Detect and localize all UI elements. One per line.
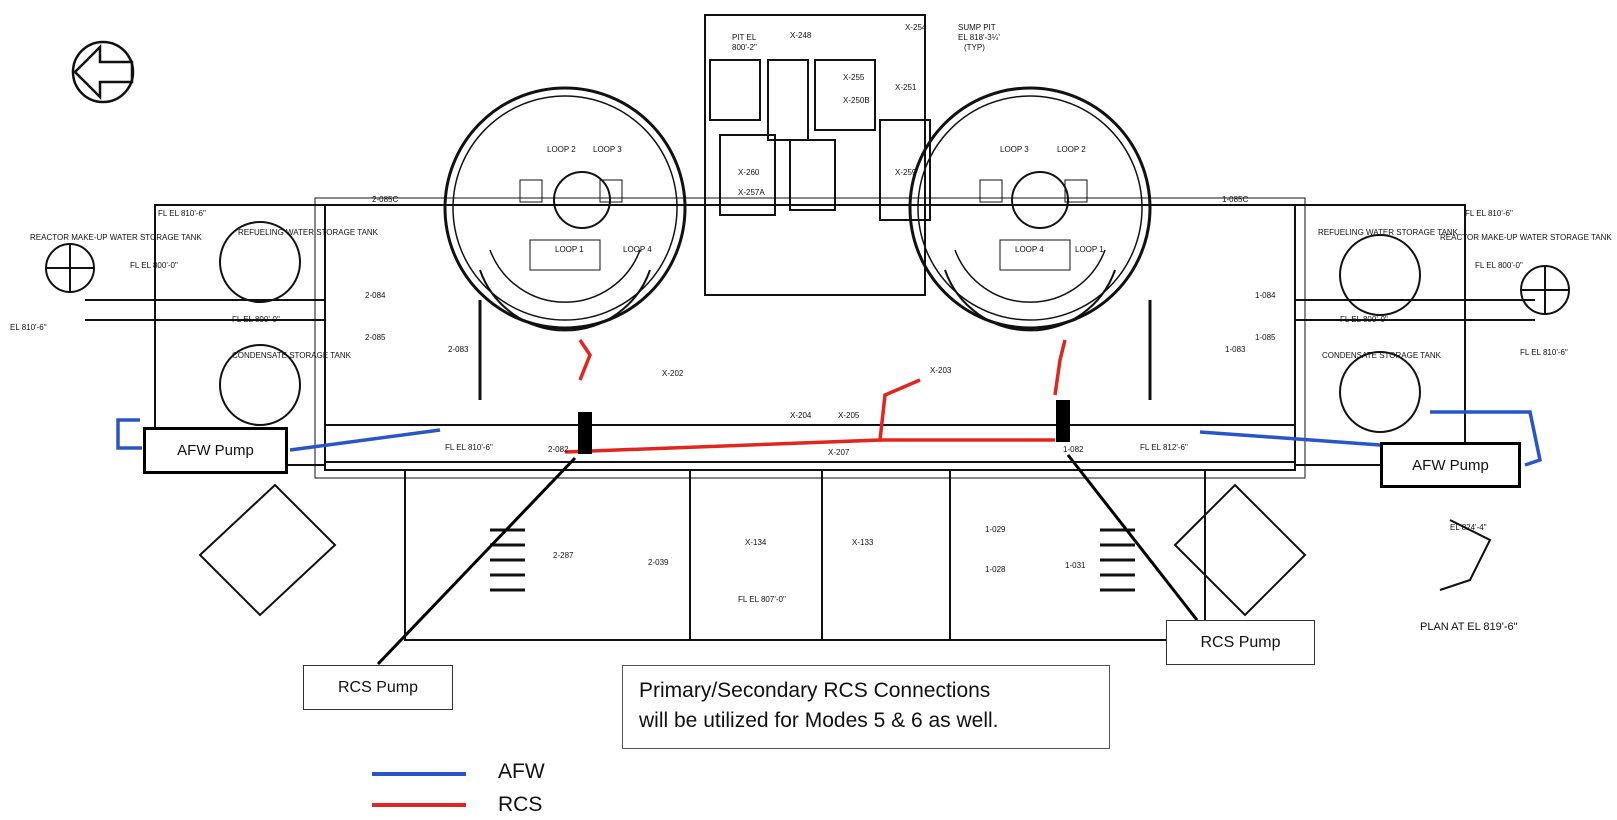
label-x251: X-251 (895, 83, 917, 92)
label-1-028: 1-028 (985, 565, 1006, 574)
legend-afw-label: AFW (498, 760, 545, 783)
label-x259: X-259 (895, 168, 917, 177)
north-arrow (71, 40, 135, 104)
afw-pump-right-callout: AFW Pump (1380, 442, 1521, 488)
label-sump-pit-el: EL 818'-3¼' (958, 33, 1000, 42)
rcs-pump-block-left (578, 412, 592, 454)
label-el-810-left: EL 810'-6" (10, 323, 47, 332)
label-pit-el: PIT EL (732, 33, 757, 42)
label-el-810-right: FL EL 810'-6" (1520, 348, 1568, 357)
leader-lines (376, 454, 1199, 666)
label-x204: X-204 (790, 411, 812, 420)
label-loop4-right: LOOP 4 (1015, 245, 1044, 254)
label-x133: X-133 (852, 538, 874, 547)
label-2-085: 2-085 (365, 333, 386, 342)
label-2-082: 2-082 (548, 445, 569, 454)
label-fl-el-810b-left: FL EL 810'-6" (445, 443, 493, 452)
label-loop3-right: LOOP 3 (1000, 145, 1029, 154)
legend-rcs-label: RCS (498, 793, 543, 816)
label-1-085: 1-085 (1255, 333, 1276, 342)
building-outline (85, 14, 1535, 641)
legend-rcs-swatch (372, 803, 466, 807)
label-x207: X-207 (828, 448, 850, 457)
label-1-031: 1-031 (1065, 561, 1086, 570)
label-loop4-left: LOOP 4 (623, 245, 652, 254)
label-x254: X-254 (905, 23, 927, 32)
label-1-082: 1-082 (1063, 445, 1084, 454)
afw-pump-left-label: AFW Pump (177, 442, 254, 459)
label-plan-at: PLAN AT EL 819'-6" (1420, 621, 1518, 633)
label-2-084: 2-084 (365, 291, 386, 300)
label-x205: X-205 (838, 411, 860, 420)
label-x250b: X-250B (843, 96, 870, 105)
rcs-pump-block-right (1056, 400, 1070, 442)
label-condensate-tank-right: CONDENSATE STORAGE TANK (1322, 351, 1442, 360)
storage-tanks (45, 221, 1570, 433)
label-refueling-tank-left: REFUELING WATER STORAGE TANK (238, 228, 379, 237)
label-1-083: 1-083 (1225, 345, 1246, 354)
legend-afw-swatch (372, 772, 466, 776)
rcs-lines (564, 339, 1067, 454)
afw-pump-left-callout: AFW Pump (143, 427, 288, 474)
label-fl-el-810-right: FL EL 810'-6" (1465, 209, 1513, 218)
label-loop1-right: LOOP 1 (1075, 245, 1104, 254)
label-1-085c: 1-085C (1222, 195, 1248, 204)
rcs-pump-right-label: RCS Pump (1200, 633, 1281, 651)
label-fl-el-807: FL EL 807'-0" (738, 595, 786, 604)
label-reactor-tank-right: REACTOR MAKE-UP WATER STORAGE TANK (1440, 233, 1612, 242)
label-condensate-tank-left: CONDENSATE STORAGE TANK (232, 351, 352, 360)
containment-right (908, 86, 1152, 332)
label-fl-el-800-left-2: FL EL 800'-0" (232, 315, 280, 324)
label-x248: X-248 (790, 31, 812, 40)
note-line-2: will be utilized for Modes 5 & 6 as well… (639, 709, 999, 732)
label-x255: X-255 (843, 73, 865, 82)
label-x203: X-203 (930, 366, 952, 375)
label-reactor-tank-left: REACTOR MAKE-UP WATER STORAGE TANK (30, 233, 202, 242)
rcs-connections-note: Primary/Secondary RCS Connections will b… (622, 665, 1110, 749)
label-el-824: EL 824'-4" (1450, 523, 1487, 532)
label-fl-el-800-right: FL EL 800'-0" (1475, 261, 1523, 270)
label-x260: X-260 (738, 168, 760, 177)
label-sump-typ: (TYP) (964, 43, 985, 52)
label-x134: X-134 (745, 538, 767, 547)
label-fl-el-800-left: FL EL 800'-0" (130, 261, 178, 270)
label-2-039: 2-039 (648, 558, 669, 567)
label-pit-el-val: 800'-2" (732, 43, 757, 52)
rcs-pump-left-label: RCS Pump (337, 678, 419, 696)
grating-details (478, 300, 1152, 592)
label-2-083: 2-083 (448, 345, 469, 354)
label-loop2-right: LOOP 2 (1057, 145, 1086, 154)
label-refueling-tank-right: REFUELING WATER STORAGE TANK (1318, 228, 1459, 237)
label-1-029: 1-029 (985, 525, 1006, 534)
rcs-pump-right-callout: RCS Pump (1166, 620, 1315, 665)
label-x257a: X-257A (738, 188, 765, 197)
label-x202: X-202 (662, 369, 684, 378)
label-fl-el-800-right-2: FL EL 800'-0" (1340, 315, 1388, 324)
label-sump-pit: SUMP PIT (958, 23, 996, 32)
label-loop1-left: LOOP 1 (555, 245, 584, 254)
label-2-085c: 2-085C (372, 195, 398, 204)
containment-left (443, 86, 687, 332)
label-2-287: 2-287 (553, 551, 574, 560)
label-fl-el-812-right: FL EL 812'-6" (1140, 443, 1188, 452)
afw-lines (116, 410, 1543, 467)
label-loop2-left: LOOP 2 (547, 145, 576, 154)
rcs-pump-left-callout: RCS Pump (303, 665, 453, 710)
plan-labels: PIT EL 800'-2" X-248 X-254 SUMP PIT EL 8… (10, 23, 1612, 633)
note-line-1: Primary/Secondary RCS Connections (639, 679, 991, 702)
equipment-rotated (198, 483, 1492, 617)
label-loop3-left: LOOP 3 (593, 145, 622, 154)
afw-pump-right-label: AFW Pump (1412, 456, 1489, 474)
label-1-084: 1-084 (1255, 291, 1276, 300)
label-fl-el-810-left: FL EL 810'-6" (158, 209, 206, 218)
